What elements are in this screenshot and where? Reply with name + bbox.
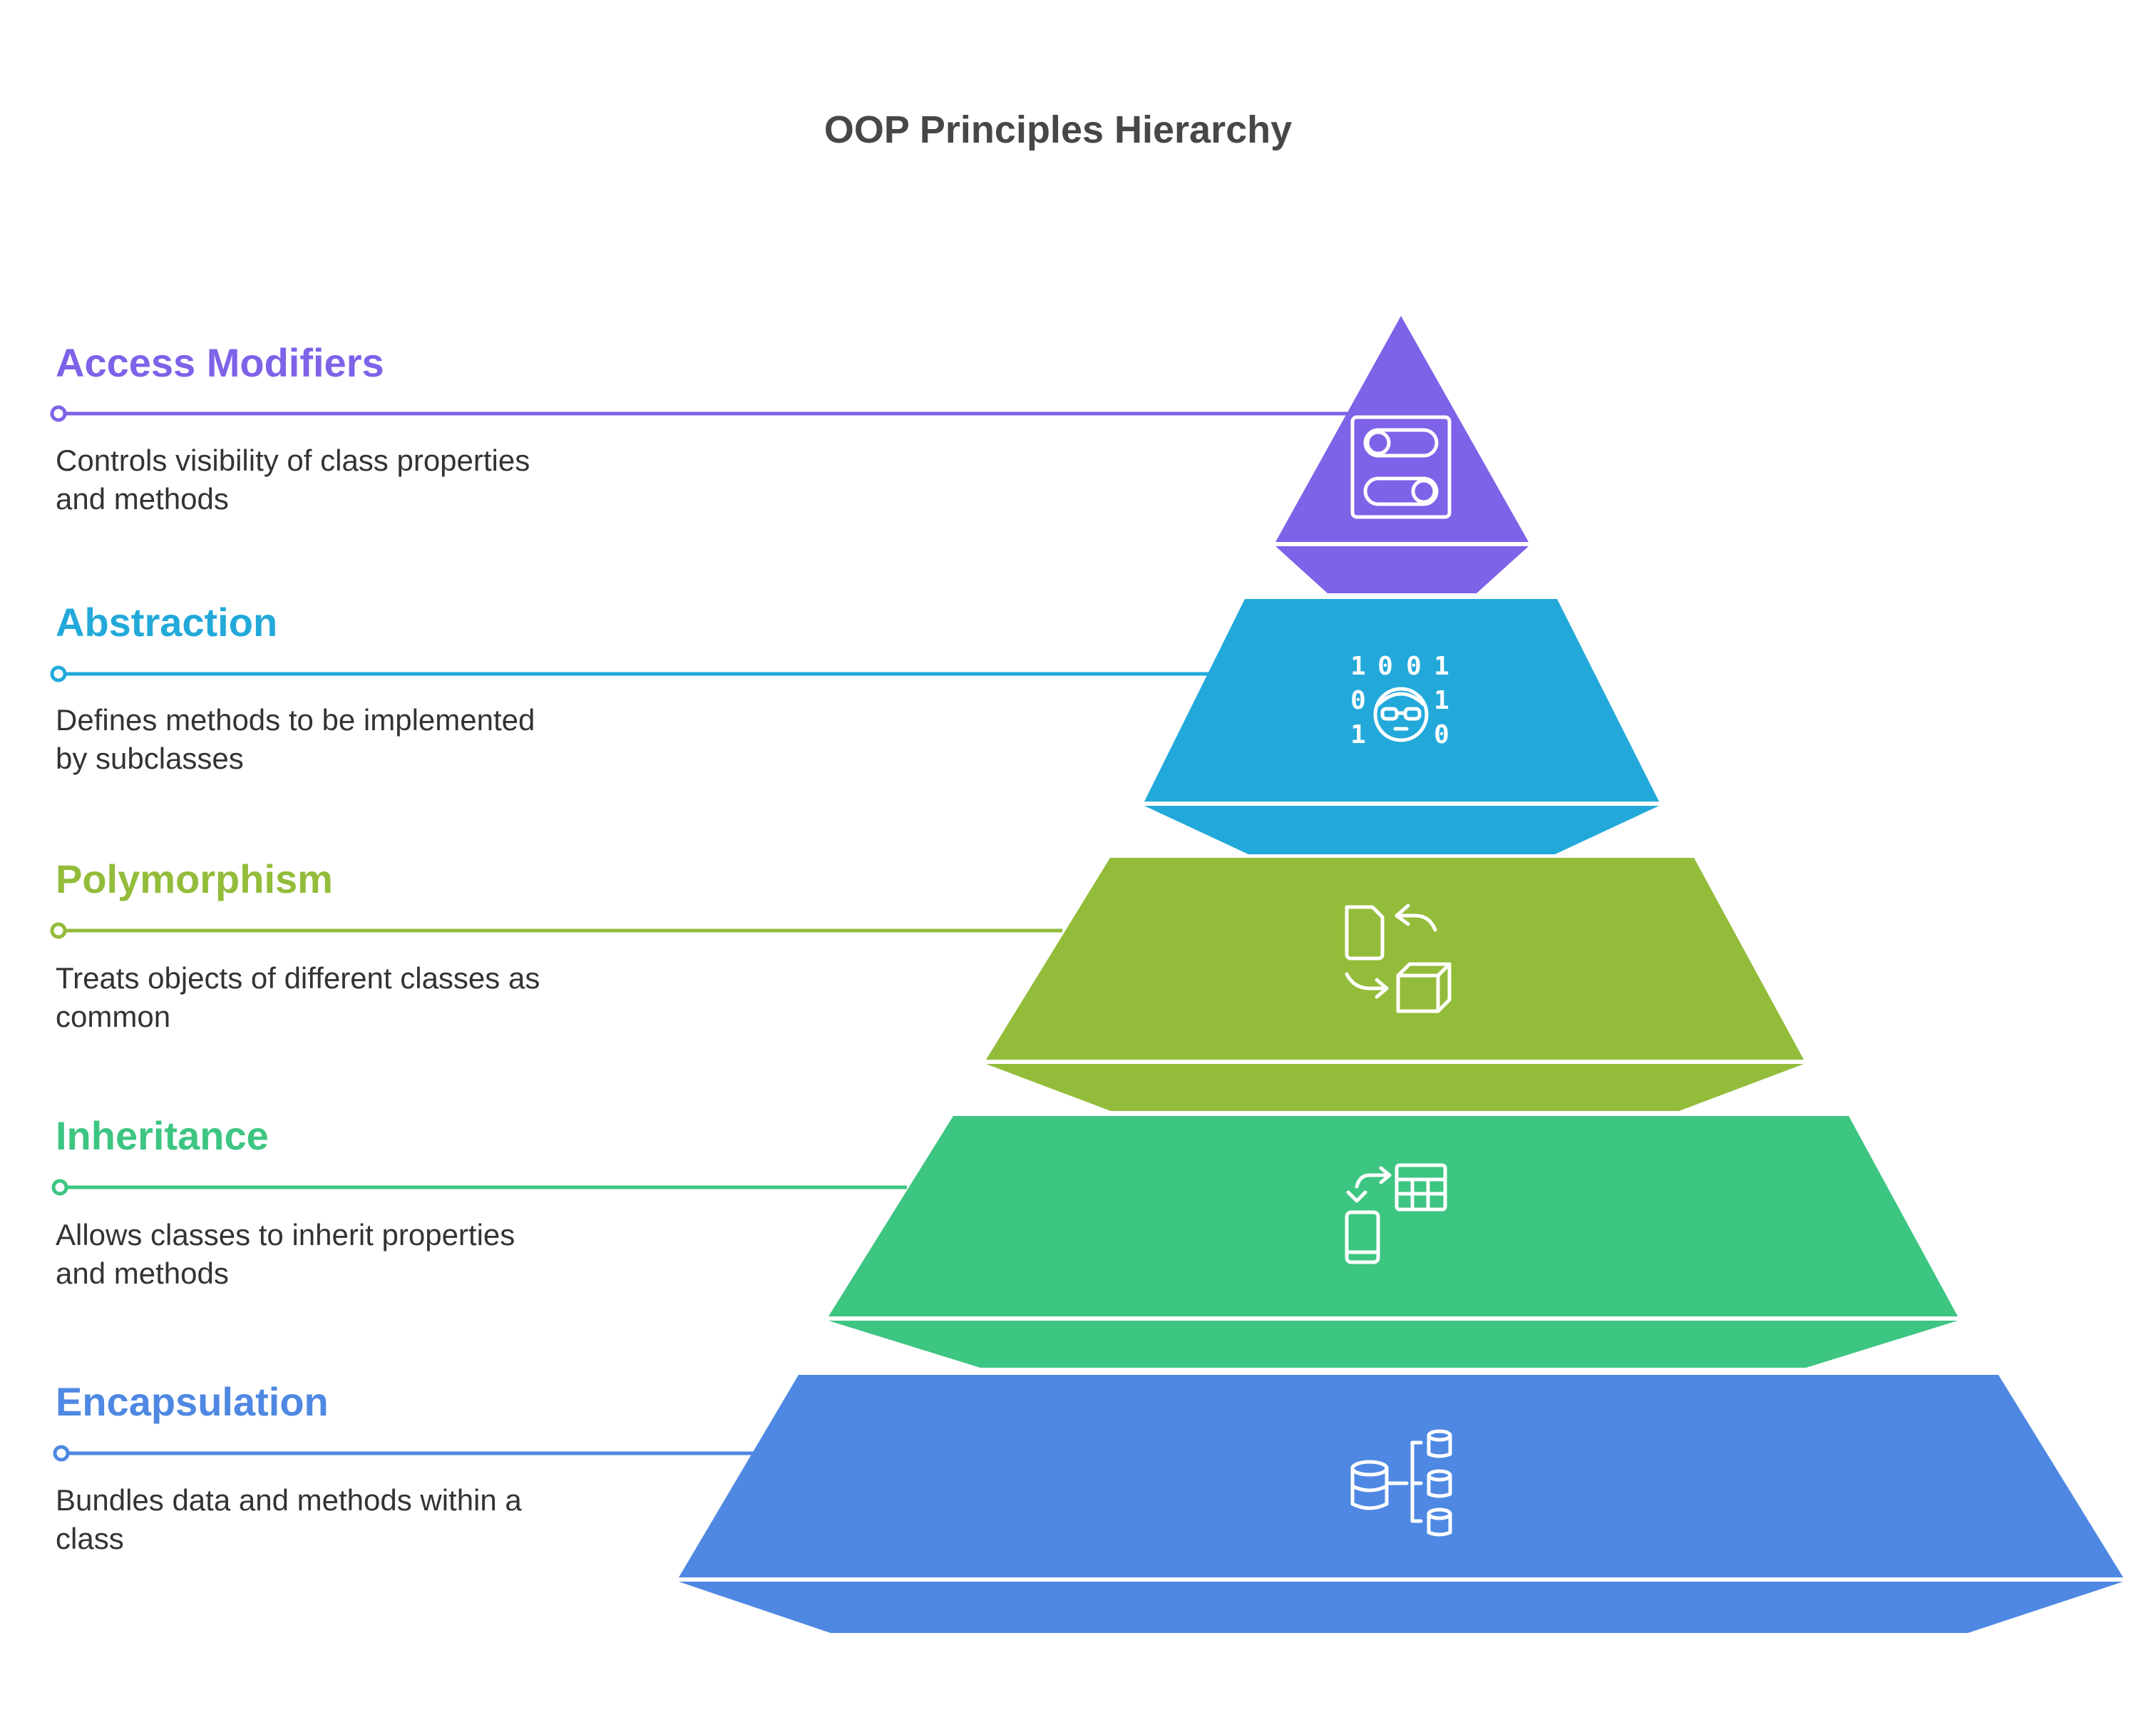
- binary-code-person-icon: 1 0 0 1 0 1 1 0: [1350, 652, 1449, 749]
- tier-title-encapsulation: Encapsulation: [56, 1379, 329, 1424]
- tier-desc-access-modifiers-line-2: and methods: [56, 482, 229, 516]
- binary-digit: 0: [1406, 652, 1422, 681]
- document-cube-exchange-icon: [1345, 903, 1452, 1013]
- tier-title-inheritance: Inheritance: [56, 1113, 269, 1158]
- binary-digit: 1: [1350, 652, 1366, 681]
- table-device-exchange-icon: [1345, 1163, 1447, 1264]
- tier-title-polymorphism: Polymorphism: [56, 856, 333, 901]
- tier-desc-encapsulation-line-2: class: [56, 1522, 124, 1555]
- pyramid-level-access-modifiers-base: [1275, 546, 1529, 593]
- tier-desc-abstraction-line-2: by subclasses: [56, 742, 244, 775]
- leader-dot-access-modifiers: [50, 405, 67, 422]
- tier-desc-abstraction-line-1: Defines methods to be implemented: [56, 703, 535, 737]
- tier-access-modifiers: Access Modifiers Controls visibility of …: [50, 316, 1529, 593]
- toggle-switches-icon: [1350, 415, 1452, 519]
- pyramid-level-inheritance-base: [828, 1321, 1958, 1368]
- binary-digit: 1: [1434, 652, 1449, 681]
- tier-abstraction: Abstraction Defines methods to be implem…: [50, 599, 1659, 854]
- tier-desc-polymorphism-line-1: Treats objects of different classes as: [56, 961, 540, 995]
- leader-dot-polymorphism: [50, 922, 67, 939]
- binary-digit: 0: [1350, 686, 1366, 715]
- leader-dot-abstraction: [50, 665, 67, 682]
- binary-digit: 0: [1434, 720, 1449, 749]
- tier-title-abstraction: Abstraction: [56, 600, 277, 645]
- pyramid-level-inheritance: [828, 1116, 1958, 1316]
- tier-desc-inheritance-line-2: and methods: [56, 1256, 229, 1290]
- pyramid-level-polymorphism: [986, 858, 1804, 1060]
- leader-dot-inheritance: [51, 1179, 68, 1196]
- binary-digit: 0: [1377, 652, 1393, 681]
- tier-desc-inheritance-line-1: Allows classes to inherit properties: [56, 1218, 515, 1251]
- pyramid-level-encapsulation: [679, 1375, 2123, 1577]
- tier-desc-access-modifiers-line-1: Controls visibility of class properties: [56, 444, 530, 477]
- pyramid-level-abstraction: [1144, 599, 1659, 802]
- pyramid-level-encapsulation-base: [679, 1582, 2123, 1633]
- diagram-title: OOP Principles Hierarchy: [824, 108, 1292, 151]
- tier-polymorphism: Polymorphism Treats objects of different…: [50, 856, 1804, 1111]
- database-hierarchy-icon: [1350, 1429, 1452, 1537]
- binary-digit: 1: [1350, 720, 1366, 749]
- tier-desc-encapsulation-line-1: Bundles data and methods within a: [56, 1483, 522, 1517]
- pyramid-level-abstraction-base: [1144, 806, 1659, 854]
- leader-dot-encapsulation: [53, 1445, 70, 1462]
- tier-encapsulation: Encapsulation Bundles data and methods w…: [53, 1375, 2123, 1633]
- pyramid-level-polymorphism-base: [986, 1064, 1804, 1111]
- tier-desc-polymorphism-line-2: common: [56, 1000, 170, 1033]
- tier-title-access-modifiers: Access Modifiers: [56, 340, 384, 385]
- tier-inheritance: Inheritance Allows classes to inherit pr…: [51, 1113, 1958, 1368]
- binary-digit: 1: [1434, 686, 1449, 715]
